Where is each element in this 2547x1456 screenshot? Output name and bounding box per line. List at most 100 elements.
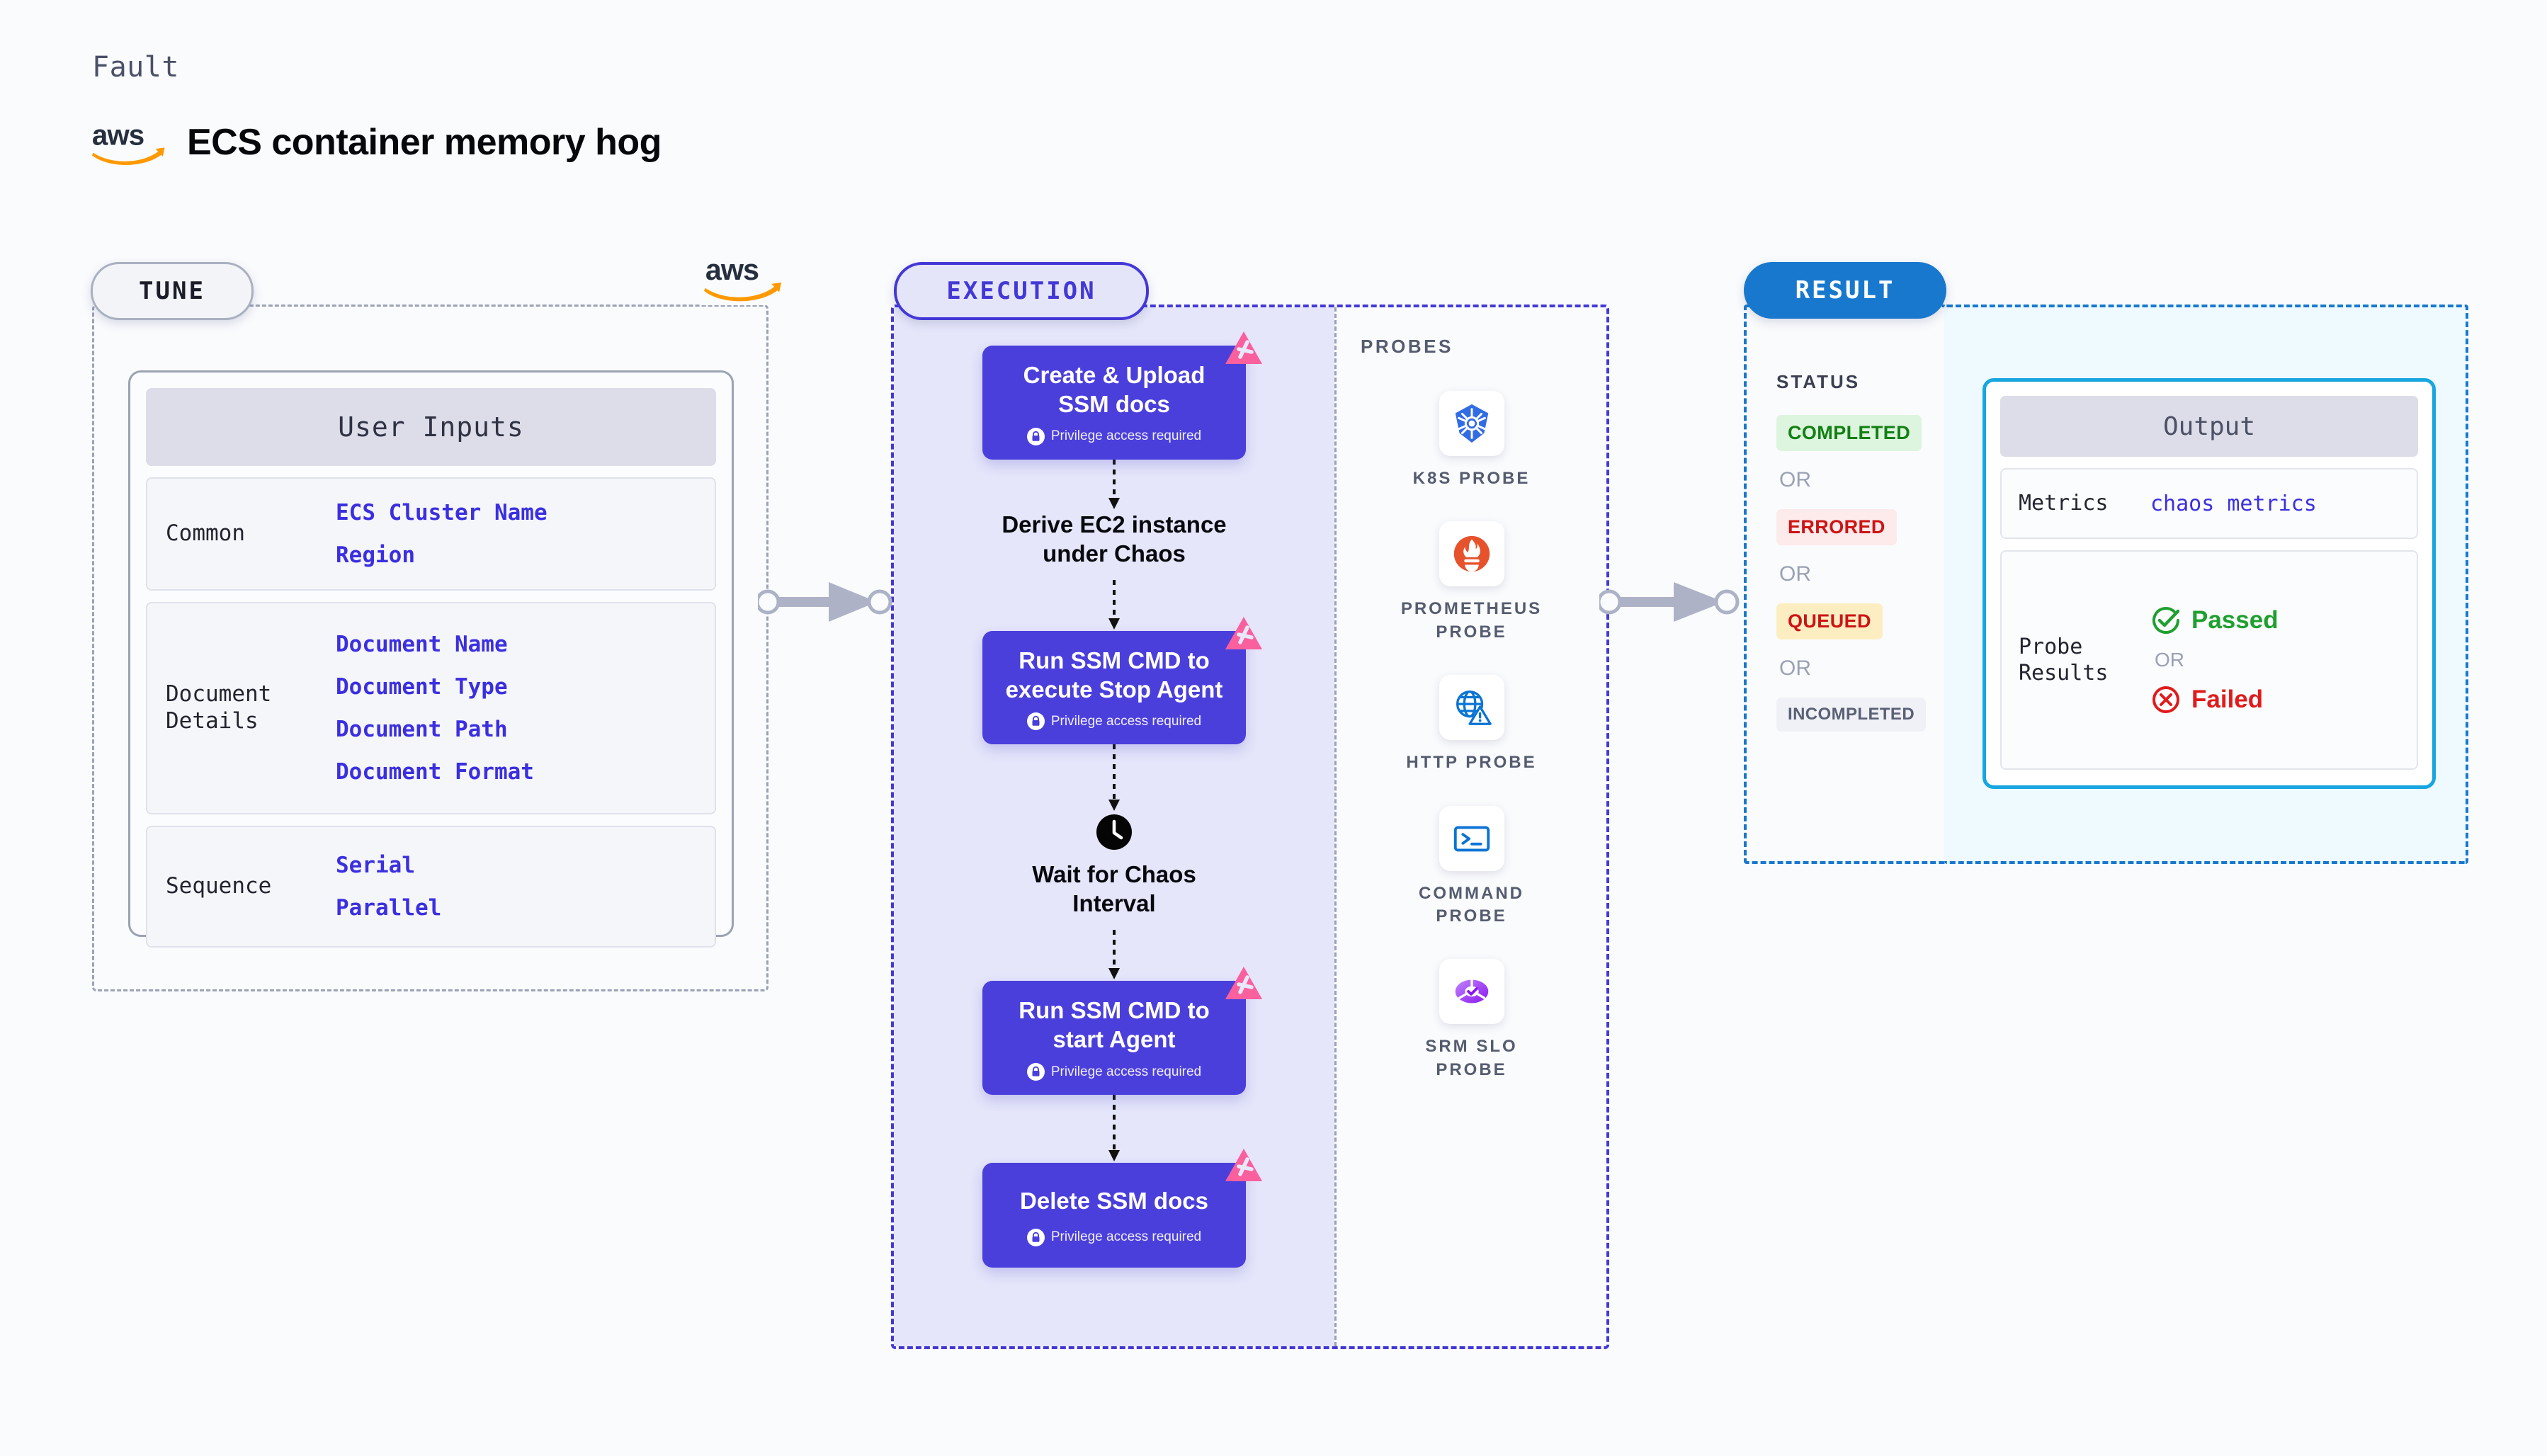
- step-title-line1: Wait for Chaos: [1032, 861, 1196, 888]
- tune-panel-body: User Inputs Common ECS Cluster Name Regi…: [92, 305, 768, 991]
- input-value[interactable]: Document Format: [336, 759, 534, 785]
- probe-result-passed: Passed: [2150, 605, 2279, 636]
- flow-arrow: [1108, 744, 1120, 812]
- connector-tune-to-execution: [758, 582, 892, 622]
- probe-label-line2: PROBE: [1436, 906, 1507, 926]
- x-circle-icon: [2152, 686, 2179, 713]
- output-group-metrics: Metrics chaos metrics: [2000, 468, 2418, 539]
- privilege-note: Privilege access required: [994, 1063, 1235, 1081]
- probe-result-failed: Failed: [2150, 684, 2279, 715]
- tune-pill[interactable]: TUNE: [91, 262, 254, 320]
- step-title-line2: under Chaos: [1043, 540, 1186, 567]
- output-group-probe-results: Probe Results Passed OR: [2000, 550, 2418, 770]
- result-output-body: Output Metrics chaos metrics Probe Resul…: [1944, 305, 2468, 864]
- output-value-metrics[interactable]: chaos metrics: [2150, 491, 2317, 516]
- flow-arrow: [1108, 459, 1120, 509]
- input-value[interactable]: Serial: [336, 853, 415, 878]
- clock-icon: [1096, 814, 1132, 851]
- result-status-body: STATUS COMPLETED OR ERRORED OR QUEUED OR…: [1744, 305, 1946, 864]
- input-value[interactable]: Parallel: [336, 895, 442, 921]
- probe-item-k8s[interactable]: K8S PROBE: [1380, 391, 1564, 490]
- step-title-line2: execute Stop Agent: [1005, 676, 1223, 703]
- step-title: Delete SSM docs: [1020, 1188, 1208, 1215]
- privilege-note: Privilege access required: [994, 712, 1235, 731]
- probes-heading: PROBES: [1361, 336, 1453, 357]
- step-title-line1: Run SSM CMD to: [1019, 647, 1210, 673]
- probe-item-prometheus[interactable]: PROMETHEUS PROBE: [1380, 521, 1564, 644]
- chaos-badge-icon: [1225, 967, 1262, 1000]
- aws-logo-icon: aws: [701, 251, 785, 305]
- probe-result-failed-label: Failed: [2191, 686, 2264, 713]
- output-label-probe-results: Probe Results: [2019, 634, 2150, 687]
- status-or: OR: [1779, 656, 1811, 680]
- probe-item-command[interactable]: COMMAND PROBE: [1380, 805, 1564, 928]
- input-group-label: Sequence: [166, 873, 272, 899]
- input-group-common: Common ECS Cluster Name Region: [146, 477, 716, 591]
- probe-result-passed-label: Passed: [2191, 606, 2279, 634]
- probe-label: K8S PROBE: [1413, 467, 1531, 490]
- user-inputs-card: User Inputs Common ECS Cluster Name Regi…: [128, 370, 734, 948]
- kubernetes-icon: [1439, 391, 1504, 456]
- step-title: Run SSM CMD to execute Stop Agent: [994, 647, 1235, 705]
- lock-icon: [1026, 712, 1045, 731]
- status-heading: STATUS: [1776, 371, 1861, 392]
- step-wait-for-chaos-interval: Wait for Chaos Interval: [1032, 812, 1196, 918]
- step-title: Run SSM CMD to start Agent: [994, 996, 1235, 1054]
- page-kicker: Fault: [92, 51, 179, 84]
- step-title: Wait for Chaos Interval: [1032, 860, 1196, 918]
- probe-label: SRM SLO PROBE: [1425, 1035, 1517, 1081]
- user-inputs-title: User Inputs: [146, 388, 716, 466]
- input-group-label-line2: Details: [166, 708, 259, 734]
- step-title-line1: Create & Upload: [1023, 362, 1206, 388]
- privilege-note-text: Privilege access required: [1050, 1064, 1202, 1079]
- page-title: ECS container memory hog: [187, 122, 662, 163]
- input-value[interactable]: Document Path: [336, 717, 508, 742]
- execution-panel: PROBES: [891, 305, 1609, 1349]
- privilege-note: Privilege access required: [994, 427, 1235, 445]
- execution-pill[interactable]: EXECUTION: [894, 262, 1149, 320]
- step-derive-ec2-instance: Derive EC2 instance under Chaos: [1002, 511, 1226, 569]
- step-run-ssm-cmd-start-agent[interactable]: Run SSM CMD to start Agent Privilege acc…: [982, 967, 1262, 1096]
- step-create-upload-ssm-docs[interactable]: Create & Upload SSM docs Privilege acces…: [982, 331, 1262, 460]
- status-or: OR: [1779, 562, 1811, 586]
- input-value[interactable]: Document Name: [336, 632, 508, 657]
- output-label-line2: Results: [2019, 661, 2109, 686]
- connector-execution-to-result: [1599, 582, 1740, 622]
- terminal-icon: [1439, 805, 1504, 871]
- check-circle-icon: [2152, 607, 2180, 634]
- privilege-note-text: Privilege access required: [1050, 713, 1202, 729]
- output-label-metrics: Metrics: [2019, 491, 2109, 516]
- input-value[interactable]: Document Type: [336, 674, 508, 700]
- chaos-badge-icon: [1225, 331, 1262, 364]
- step-run-ssm-cmd-stop-agent[interactable]: Run SSM CMD to execute Stop Agent Privil…: [982, 616, 1262, 745]
- probe-item-srm-slo[interactable]: SRM SLO PROBE: [1380, 959, 1564, 1081]
- probe-label-line1: PROMETHEUS: [1400, 599, 1543, 619]
- step-delete-ssm-docs[interactable]: Delete SSM docs Privilege access require…: [982, 1149, 1262, 1268]
- probes-column: PROBES: [1334, 307, 1606, 1346]
- status-badge-queued: QUEUED: [1776, 603, 1883, 639]
- output-label-line1: Probe: [2019, 634, 2083, 659]
- probe-item-http[interactable]: HTTP PROBE: [1380, 675, 1564, 774]
- input-value[interactable]: ECS Cluster Name: [336, 500, 548, 525]
- lock-icon: [1026, 1063, 1045, 1081]
- output-card: Output Metrics chaos metrics Probe Resul…: [1982, 378, 2436, 789]
- probe-list: K8S PROBE PRO: [1337, 391, 1606, 1081]
- input-group-label: Common: [166, 521, 245, 547]
- tune-panel: User Inputs Common ECS Cluster Name Regi…: [92, 305, 768, 991]
- result-status-panel: STATUS COMPLETED OR ERRORED OR QUEUED OR…: [1744, 305, 1946, 864]
- result-output-panel: Output Metrics chaos metrics Probe Resul…: [1944, 305, 2468, 864]
- chaos-badge-icon: [1225, 1149, 1262, 1182]
- privilege-note-text: Privilege access required: [1050, 428, 1202, 444]
- status-badge-incompleted: INCOMPLETED: [1776, 698, 1927, 732]
- step-title-line1: Run SSM CMD to: [1019, 997, 1210, 1024]
- status-badge-errored: ERRORED: [1776, 509, 1897, 545]
- probe-label-line1: COMMAND: [1419, 883, 1524, 903]
- aws-logo-icon: aws: [91, 119, 169, 166]
- input-value[interactable]: Region: [336, 542, 415, 568]
- lock-icon: [1026, 1228, 1045, 1246]
- privilege-note-text: Privilege access required: [1050, 1229, 1202, 1245]
- probe-label: HTTP PROBE: [1406, 751, 1536, 774]
- result-pill[interactable]: RESULT: [1744, 262, 1946, 319]
- input-group-label: Document Details: [166, 681, 336, 735]
